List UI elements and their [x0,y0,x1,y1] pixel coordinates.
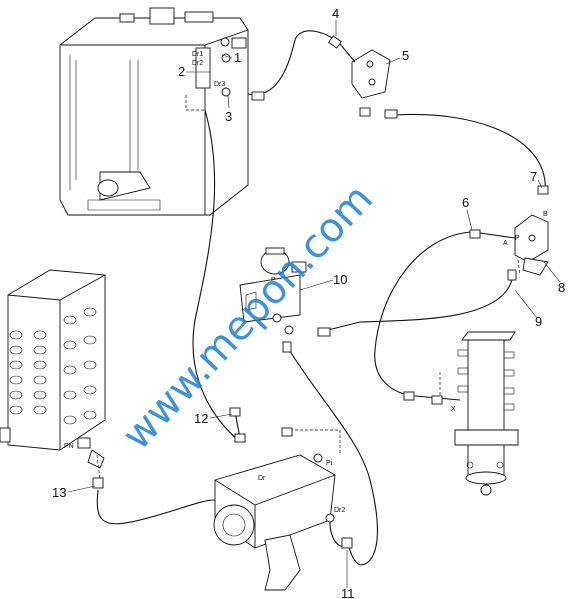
hydraulic-pump [213,453,336,591]
port-label-dr3: Dr3 [214,81,225,88]
callout-11: 11 [341,586,355,599]
port-label-a: A [503,240,508,247]
valve-block-5 [351,49,391,117]
port-label-pn: PN [64,443,74,450]
callout-7: 7 [530,169,537,184]
port-label-dr1: Dr1 [192,51,203,58]
callout-3: 3 [225,109,232,124]
callout-13: 13 [52,485,66,500]
callout-6: 6 [462,195,469,210]
callout-8: 8 [558,280,565,295]
callout-1: 1 [234,50,241,65]
port-label-p-valve: P [515,235,520,242]
pilot-hoses [96,30,546,566]
dashed-pilot-lines [96,95,521,481]
watermark: www.mepon.com [114,176,382,459]
port-label-p-filter: P [271,277,276,284]
port-label-dr2-pump: Dr2 [334,507,345,514]
control-valve-block [0,269,106,469]
callout-4: 4 [332,6,339,21]
center-swivel-joint [454,331,519,496]
port-labels: Dr1 Dr2 Dr3 PN Pi Dr Dr2 X A B P P [64,51,548,514]
port-label-dr2-tank: Dr2 [192,60,203,67]
callout-5: 5 [402,48,409,63]
port-label-dr-pump: Dr [258,475,266,482]
callout-2: 2 [178,64,185,79]
callout-12: 12 [194,411,208,426]
port-label-x: X [451,406,456,413]
callout-9: 9 [535,314,542,329]
port-label-b: B [543,211,548,218]
hydraulic-tank [59,7,249,216]
callout-leaders [67,20,561,588]
port-label-pi: Pi [326,460,333,467]
callout-numbers: 1 2 3 4 5 6 7 8 9 10 11 12 13 [52,6,565,599]
valve-block-8 [514,214,549,276]
hose-fittings [92,35,549,549]
callout-10: 10 [333,272,347,287]
solenoid-valve-accumulator [239,247,307,335]
